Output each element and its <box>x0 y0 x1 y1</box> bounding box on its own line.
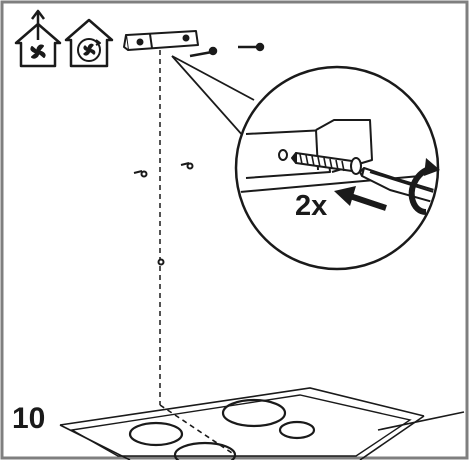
arrow-left-icon <box>334 186 387 211</box>
wall-plug-left <box>133 170 148 178</box>
rotate-clockwise-icon <box>408 158 440 215</box>
burner-left <box>128 421 184 447</box>
wall-bracket <box>123 30 199 51</box>
detail-magnifier <box>234 65 440 271</box>
burner-front <box>173 441 237 460</box>
cooktop <box>59 387 465 460</box>
burner-small <box>278 420 316 440</box>
repeat-count: 2x <box>295 190 328 222</box>
bracket-screw-2 <box>238 42 265 52</box>
wall-plug-right <box>180 162 194 170</box>
ducted-extraction-icon <box>14 9 62 68</box>
detail-screw <box>291 152 362 175</box>
detail-screwdriver <box>359 167 436 205</box>
wall-plug-bottom <box>157 258 165 266</box>
recirculation-icon <box>64 18 114 68</box>
step-number: 10 <box>12 402 46 435</box>
bracket-screw-1 <box>189 46 218 58</box>
burner-large <box>221 398 287 428</box>
